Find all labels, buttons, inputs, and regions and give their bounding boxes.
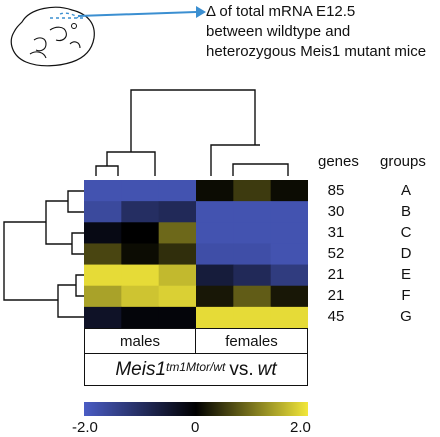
females-label: females — [195, 328, 308, 354]
heatmap-cell-r6-c1 — [121, 306, 160, 328]
row-label-line: 21 E — [316, 266, 426, 284]
gene-count: 31 — [327, 223, 345, 241]
heatmap-cell-r3-c1 — [121, 243, 160, 266]
row-label-line: 45 G — [316, 308, 426, 326]
gene-count: 30 — [327, 202, 345, 220]
genes-header: genes — [318, 153, 359, 170]
heatmap-cell-r5-c5 — [270, 285, 308, 308]
heatmap-cell-r6-c5 — [270, 306, 308, 328]
heatmap-cell-r4-c3 — [196, 264, 234, 287]
heatmap-cell-r0-c1 — [121, 180, 160, 202]
heatmap-cell-r1-c4 — [233, 201, 272, 223]
heatmap-cell-r4-c0 — [84, 264, 122, 287]
embryo-illustration — [10, 6, 206, 67]
heatmap-cell-r6-c2 — [158, 306, 197, 328]
group-label: D — [400, 245, 412, 262]
heatmap-cell-r2-c1 — [121, 222, 160, 244]
heatmap-cell-r3-c3 — [196, 243, 234, 266]
group-label: G — [400, 308, 412, 326]
heatmap-cell-r6-c3 — [196, 306, 234, 328]
caption-line-2: between wildtype and — [206, 23, 351, 40]
heatmap-cell-r4-c2 — [158, 264, 197, 287]
group-label: C — [400, 223, 412, 241]
group-label: E — [400, 266, 411, 284]
row-label-line: 52 D — [316, 245, 426, 263]
colorbar — [84, 402, 308, 416]
heatmap-cell-r4-c4 — [233, 264, 272, 287]
heatmap-cell-r0-c4 — [233, 180, 272, 202]
group-label: B — [400, 202, 411, 220]
heatmap-cell-r0-c5 — [270, 180, 308, 202]
heatmap-cell-r2-c4 — [233, 222, 272, 244]
caption-line-3: heterozygous Meis1 mutant mice — [206, 43, 427, 60]
heatmap-cell-r6-c0 — [84, 306, 122, 328]
males-label: males — [84, 328, 196, 354]
row-label-line: 31 C — [316, 224, 426, 242]
heatmap-cell-r5-c3 — [196, 285, 234, 308]
condition-ref: wt — [257, 358, 277, 380]
heatmap — [84, 180, 308, 328]
group-label: A — [400, 181, 411, 199]
row-label-line: 30 B — [316, 203, 426, 221]
groups-header: groups — [380, 153, 426, 170]
heatmap-cell-r2-c5 — [270, 222, 308, 244]
heatmap-cell-r4-c1 — [121, 264, 160, 287]
heatmap-cell-r1-c3 — [196, 201, 234, 223]
colorbar-tick-min: -2.0 — [72, 419, 98, 436]
heatmap-cell-r1-c0 — [84, 201, 122, 223]
colorbar-tick-mid: 0 — [191, 419, 200, 436]
heatmap-cell-r5-c2 — [158, 285, 197, 308]
gene-count: 45 — [327, 308, 345, 326]
heatmap-cell-r2-c3 — [196, 222, 234, 244]
heatmap-cell-r5-c4 — [233, 285, 272, 308]
heatmap-cell-r4-c5 — [270, 264, 308, 287]
heatmap-cell-r5-c1 — [121, 285, 160, 308]
figure-caption: Δ of total mRNA E12.5 between wildtype a… — [206, 2, 426, 62]
condition-vs: vs. — [229, 358, 254, 380]
heatmap-cell-r3-c0 — [84, 243, 122, 266]
row-label-line: 21 F — [316, 287, 426, 305]
heatmap-cell-r1-c2 — [158, 201, 197, 223]
group-label: F — [401, 287, 411, 305]
row-label-line: 85 A — [316, 182, 426, 200]
heatmap-cell-r5-c0 — [84, 285, 122, 308]
heatmap-cell-r3-c4 — [233, 243, 272, 266]
gene-count: 21 — [327, 266, 345, 284]
heatmap-cell-r0-c3 — [196, 180, 234, 202]
heatmap-cell-r1-c5 — [270, 201, 308, 223]
gene-count: 21 — [327, 287, 345, 305]
heatmap-cell-r0-c2 — [158, 180, 197, 202]
condition-gene: Meis1 — [115, 358, 167, 380]
heatmap-cell-r2-c2 — [158, 222, 197, 244]
gene-count: 85 — [327, 181, 345, 199]
heatmap-cell-r0-c0 — [84, 180, 122, 202]
heatmap-cell-r1-c1 — [121, 201, 160, 223]
heatmap-cell-r3-c2 — [158, 243, 197, 266]
gene-count: 52 — [327, 245, 345, 262]
heatmap-cell-r3-c5 — [270, 243, 308, 266]
caption-line-1: Δ of total mRNA E12.5 — [206, 3, 356, 20]
heatmap-cell-r6-c4 — [233, 306, 272, 328]
heatmap-cell-r2-c0 — [84, 222, 122, 244]
condition-allele: tm1Mtor/wt — [166, 359, 226, 374]
colorbar-tick-max: 2.0 — [290, 419, 311, 436]
